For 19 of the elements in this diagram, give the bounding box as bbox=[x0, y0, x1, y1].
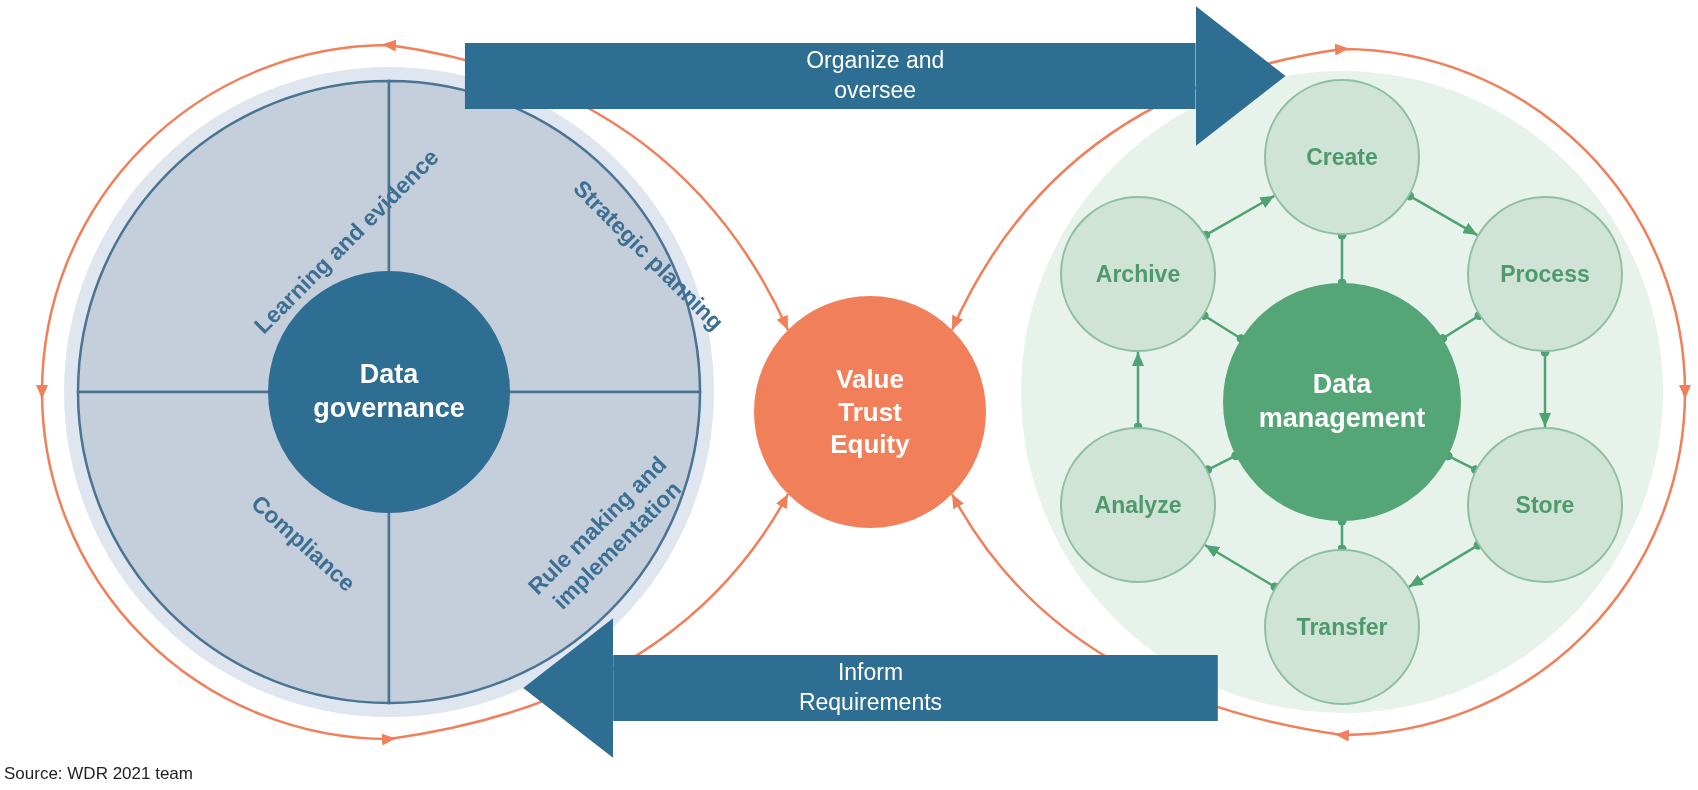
loop-arrow bbox=[36, 39, 790, 745]
arrow bbox=[1405, 191, 1479, 237]
lifecycle-circle: Analyze bbox=[1060, 427, 1216, 583]
connector-line bbox=[1199, 310, 1246, 344]
management-circle: Data management bbox=[1223, 283, 1461, 521]
block-arrow bbox=[464, 6, 1286, 146]
lifecycle-circle: Transfer bbox=[1264, 549, 1420, 705]
source-note: Source: WDR 2021 team bbox=[4, 764, 193, 784]
value-circle: Value Trust Equity bbox=[754, 296, 986, 528]
block-arrow bbox=[523, 618, 1218, 758]
arrow bbox=[1201, 194, 1275, 240]
lifecycle-circle: Create bbox=[1264, 79, 1420, 235]
loop-arrow bbox=[950, 43, 1691, 741]
arrow-label: Inform Requirements bbox=[797, 658, 944, 717]
lifecycle-circle: Archive bbox=[1060, 196, 1216, 352]
connector-line bbox=[1438, 311, 1484, 344]
arrow-label: Organize and oversee bbox=[805, 46, 946, 105]
lifecycle-circle: Process bbox=[1467, 196, 1623, 352]
lifecycle-circle: Store bbox=[1467, 427, 1623, 583]
